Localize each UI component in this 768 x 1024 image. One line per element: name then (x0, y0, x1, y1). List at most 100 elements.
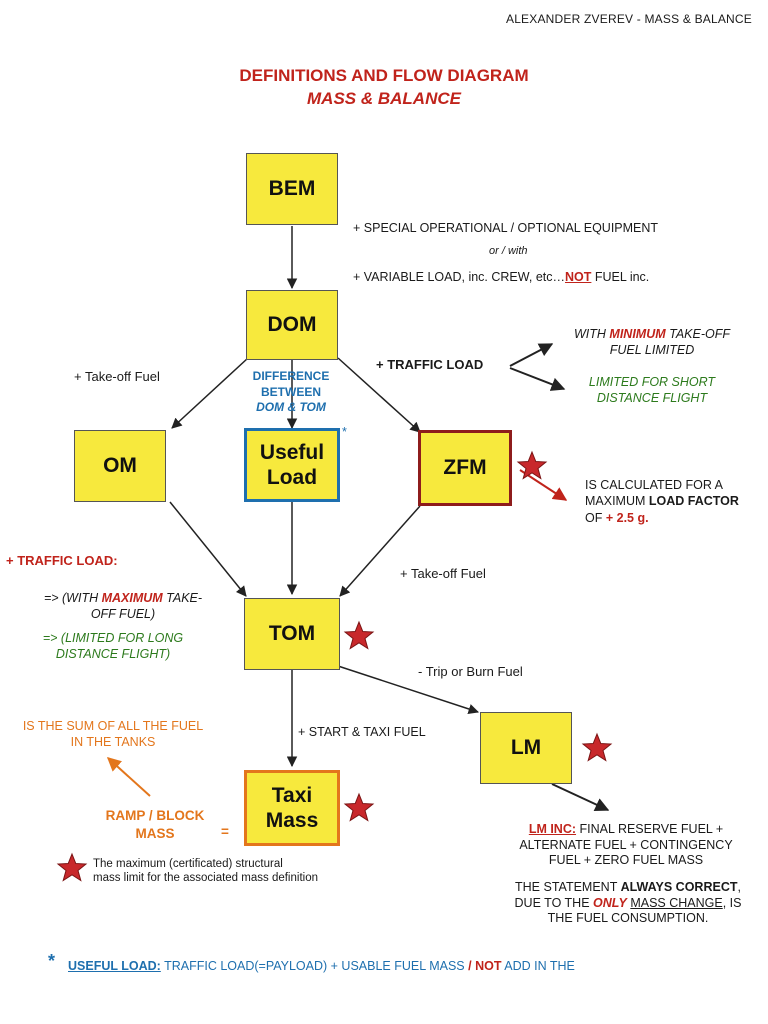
difference-line-3: DOM & TOM (256, 400, 326, 415)
arrow-ramp-sum (106, 757, 151, 797)
lm-inc-label: LM INC: (528, 822, 577, 836)
arrow-traffic-up (509, 343, 554, 367)
lm-inc-line-2: ALTERNATE FUEL + CONTINGENCY (519, 837, 733, 852)
box-dom-label: DOM (267, 313, 317, 337)
note-ramp-block: RAMP / BLOCK MASS (90, 807, 220, 842)
arrow-zfm-tom (339, 505, 421, 597)
star-icon-taxi (343, 792, 375, 822)
footnote-not: NOT (475, 959, 502, 973)
arrow-traffic-down (509, 367, 566, 391)
zfm-note-line-3-pre: OF (585, 510, 606, 525)
bem-note-3-post: FUEL inc. (591, 270, 650, 284)
header-author: ALEXANDER ZVEREV - MASS & BALANCE (505, 12, 752, 26)
bem-note-1: + SPECIAL OPERATIONAL / OPTIONAL EQUIPME… (353, 221, 659, 235)
label-traffic-load-right: + TRAFFIC LOAD (376, 357, 484, 372)
zfm-note-line-2-pre: MAXIMUM (585, 494, 649, 509)
legend-line-2: mass limit for the associated mass defin… (93, 872, 318, 885)
note-limited-long: => (LIMITED FOR LONG DISTANCE FLIGHT) (28, 630, 198, 663)
note-with-maximum: => (WITH MAXIMUM TAKE- OFF FUEL) (28, 590, 218, 623)
box-lm-label: LM (510, 736, 542, 760)
note-sum-fuel: IS THE SUM OF ALL THE FUEL IN THE TANKS (6, 718, 220, 751)
box-zfm: ZFM (418, 430, 512, 506)
with-minimum-word: MINIMUM (609, 327, 666, 341)
bem-note-3-pre: + VARIABLE LOAD, inc. CREW, etc… (353, 270, 565, 284)
star-icon-lm (581, 732, 613, 762)
lm-inc-line-1-rest: FINAL RESERVE FUEL + (576, 822, 724, 836)
note-with-minimum: WITH MINIMUM TAKE-OFF FUEL LIMITED (562, 326, 742, 359)
arrow-tom-lm (337, 665, 479, 715)
label-start-taxi-fuel: + START & TAXI FUEL (298, 725, 426, 739)
arrow-dom-zfm (337, 357, 421, 433)
box-bem: BEM (246, 153, 338, 225)
difference-line-1: DIFFERENCE (252, 369, 330, 383)
zfm-note-line-2-bold: LOAD FACTOR (648, 494, 739, 509)
box-om: OM (74, 430, 166, 502)
difference-line-2: BETWEEN (261, 384, 321, 399)
statement-line-3: THE FUEL CONSUMPTION. (547, 911, 709, 926)
box-tom-label: TOM (268, 622, 316, 646)
zfm-note-line-1: IS CALCULATED FOR A (585, 478, 723, 492)
footnote-body: TRAFFIC LOAD(=PAYLOAD) + USABLE FUEL MAS… (160, 959, 469, 973)
box-taxi-label-2: Mass (265, 809, 319, 832)
with-maximum-pre: => (WITH (43, 591, 102, 605)
label-takeoff-fuel-left: + Take-off Fuel (74, 369, 160, 384)
box-lm: LM (480, 712, 572, 784)
statement-line-2-post: , IS (722, 895, 742, 910)
note-zfm: IS CALCULATED FOR A MAXIMUM LOAD FACTOR … (585, 477, 739, 526)
label-trip-fuel: - Trip or Burn Fuel (418, 664, 523, 679)
arrow-om-tom (169, 501, 247, 597)
lm-inc-line-3: FUEL + ZERO FUEL MASS (548, 853, 704, 868)
label-traffic-load-left: + TRAFFIC LOAD: (6, 553, 118, 568)
box-zfm-label: ZFM (443, 456, 487, 480)
box-useful-label-2: Load (266, 466, 318, 489)
box-dom: DOM (246, 290, 338, 360)
legend-star-text: The maximum (certificated) structural ma… (93, 857, 318, 886)
footnote-slash: / (468, 959, 472, 973)
with-maximum-line-2: OFF FUEL) (90, 607, 156, 622)
box-taxi-label-1: Taxi (271, 783, 313, 807)
statement-pre: THE STATEMENT (515, 880, 621, 894)
limited-long-line-2: DISTANCE FLIGHT) (55, 647, 171, 662)
box-taxi-mass: Taxi Mass (244, 770, 340, 846)
with-minimum-pre: WITH (573, 327, 610, 341)
ramp-line-1: RAMP / BLOCK (105, 808, 205, 823)
star-icon-tom (343, 620, 375, 650)
box-useful-label-1: Useful (259, 440, 325, 464)
star-icon-legend (56, 852, 88, 882)
with-minimum-line-2: FUEL LIMITED (609, 343, 695, 358)
note-lm-inc: LM INC: FINAL RESERVE FUEL + ALTERNATE F… (506, 822, 746, 869)
note-limited-short: LIMITED FOR SHORT DISTANCE FLIGHT (572, 374, 732, 407)
limited-short-line-2: DISTANCE FLIGHT (596, 391, 708, 406)
page-subtitle: MASS & BALANCE (307, 89, 461, 108)
bem-note-3-not: NOT (565, 270, 592, 284)
sum-fuel-line-1: IS THE SUM OF ALL THE FUEL (22, 719, 204, 733)
statement-mass-change: MASS CHANGE (630, 895, 723, 910)
box-useful-load: Useful Load (244, 428, 340, 502)
statement-bold: ALWAYS CORRECT (620, 880, 738, 894)
legend-line-1: The maximum (certificated) structural (93, 858, 283, 870)
zfm-note-line-3-val: + 2.5 g. (605, 510, 649, 525)
box-tom: TOM (244, 598, 340, 670)
statement-line-2-pre: DUE TO THE (514, 895, 594, 910)
useful-load-asterisk: * (342, 425, 347, 439)
with-minimum-post: TAKE-OFF (665, 327, 731, 341)
footnote-label: USEFUL LOAD: (68, 959, 161, 973)
box-om-label: OM (103, 454, 137, 478)
arrow-dom-om (171, 357, 249, 429)
statement-only: ONLY (593, 895, 627, 910)
bem-note-2: or / with (489, 245, 528, 257)
ramp-equals: = (221, 824, 229, 839)
limited-long-line-1: => (LIMITED FOR LONG (42, 631, 184, 645)
footnote-text: USEFUL LOAD: TRAFFIC LOAD(=PAYLOAD) + US… (68, 958, 575, 974)
statement-post: , (737, 880, 741, 894)
sum-fuel-line-2: IN THE TANKS (70, 735, 156, 750)
footnote-tail: ADD IN THE (501, 959, 575, 973)
label-takeoff-fuel-right: + Take-off Fuel (400, 566, 486, 581)
with-maximum-word: MAXIMUM (101, 591, 163, 605)
difference-note: DIFFERENCE BETWEEN DOM & TOM (238, 369, 344, 416)
page-title: DEFINITIONS AND FLOW DIAGRAM (239, 66, 529, 85)
with-maximum-post: TAKE- (162, 591, 203, 605)
bem-note-3: + VARIABLE LOAD, inc. CREW, etc…NOT FUEL… (353, 269, 649, 285)
ramp-line-2: MASS (135, 825, 175, 841)
